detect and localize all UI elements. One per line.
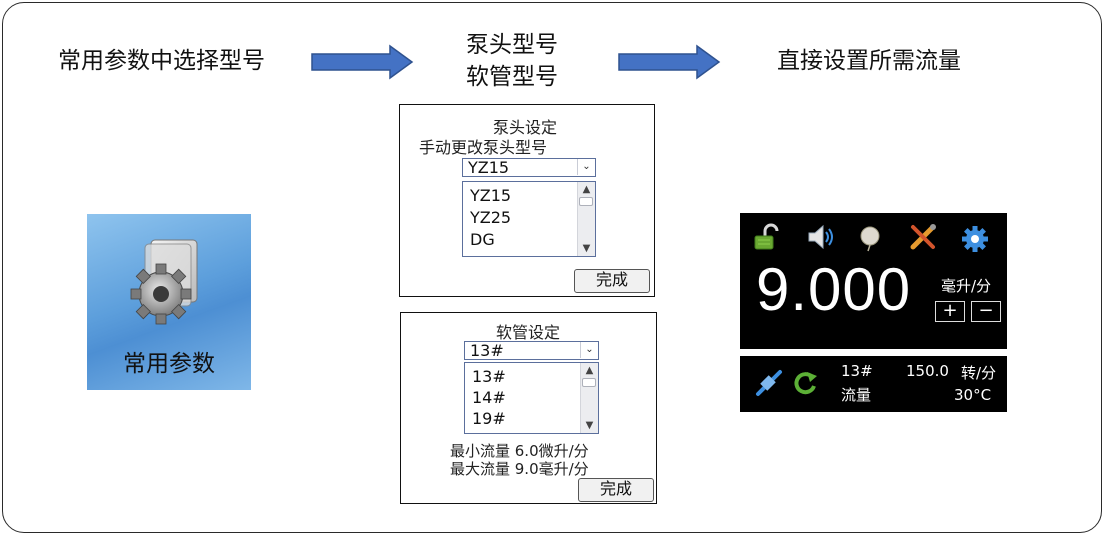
tube-list[interactable]: 13# 14# 19# ▲ ▼ — [464, 362, 599, 434]
pump-head-dialog: 泵头设定 手动更改泵头型号 YZ15 ⌄ YZ15 YZ25 DG ▲ ▼ 完成 — [399, 104, 655, 297]
list-scrollbar[interactable]: ▲ ▼ — [577, 182, 595, 256]
min-flow-text: 最小流量 6.0微升/分 — [450, 442, 589, 460]
chevron-down-icon[interactable]: ⌄ — [580, 342, 598, 358]
tube-select[interactable]: 13# ⌄ — [464, 341, 599, 360]
gear-icon[interactable] — [961, 225, 989, 253]
balloon-icon[interactable] — [857, 225, 883, 253]
temperature-value: 30°C — [954, 386, 992, 404]
pump-head-done-button[interactable]: 完成 — [574, 269, 650, 293]
flow-rate-unit: 毫升/分 — [941, 277, 992, 295]
tube-dialog-title: 软管设定 — [496, 323, 561, 342]
step2-title-line2: 软管型号 — [466, 64, 558, 90]
scroll-down-icon[interactable]: ▼ — [585, 420, 594, 431]
scroll-down-icon[interactable]: ▼ — [582, 243, 591, 254]
connect-icon[interactable] — [754, 368, 784, 398]
speed-value: 150.0 — [906, 362, 949, 380]
speed-unit: 转/分 — [961, 364, 997, 382]
flow-display-panel: 9.000 毫升/分 + − — [740, 213, 1007, 349]
speaker-icon[interactable] — [805, 223, 835, 251]
list-item[interactable]: 19# — [472, 409, 506, 428]
decrease-button[interactable]: − — [971, 301, 1001, 322]
settings-gear-icon — [130, 239, 198, 325]
tools-icon[interactable] — [908, 222, 938, 252]
flow-rate-value: 9.000 — [756, 256, 912, 323]
chevron-down-icon[interactable]: ⌄ — [577, 159, 595, 175]
increase-button[interactable]: + — [935, 301, 965, 322]
flow-arrow-1 — [311, 44, 414, 80]
max-flow-text: 最大流量 9.0毫升/分 — [450, 460, 589, 478]
list-scrollbar[interactable]: ▲ ▼ — [580, 363, 598, 433]
list-item[interactable]: 13# — [472, 367, 506, 386]
list-item[interactable]: 14# — [472, 388, 506, 407]
step2-title-line1: 泵头型号 — [466, 32, 558, 58]
tube-model-value: 13# — [841, 362, 873, 380]
list-item[interactable]: DG — [470, 230, 495, 249]
pump-head-selected-value: YZ15 — [468, 158, 510, 177]
tube-done-button[interactable]: 完成 — [578, 478, 654, 502]
list-item[interactable]: YZ15 — [470, 186, 512, 205]
mode-label: 流量 — [841, 386, 872, 404]
app-tile-label: 常用参数 — [123, 351, 215, 377]
status-panel: 13# 流量 150.0 转/分 30°C — [740, 356, 1007, 412]
scroll-thumb[interactable] — [582, 378, 596, 387]
scroll-thumb[interactable] — [579, 197, 593, 206]
pump-head-dialog-subtitle: 手动更改泵头型号 — [419, 138, 548, 157]
tube-dialog: 软管设定 13# ⌄ 13# 14# 19# ▲ ▼ 最小流量 6.0微升/分 … — [400, 312, 657, 504]
list-item[interactable]: YZ25 — [470, 208, 512, 227]
common-params-app-tile[interactable]: 常用参数 — [87, 214, 251, 390]
pump-head-list[interactable]: YZ15 YZ25 DG ▲ ▼ — [462, 181, 596, 257]
unlock-icon[interactable] — [753, 223, 783, 251]
scroll-up-icon[interactable]: ▲ — [582, 184, 591, 195]
rotate-icon[interactable] — [790, 368, 820, 398]
pump-head-dialog-title: 泵头设定 — [493, 118, 558, 137]
pump-head-select[interactable]: YZ15 ⌄ — [462, 158, 596, 177]
step3-title: 直接设置所需流量 — [777, 48, 961, 74]
scroll-up-icon[interactable]: ▲ — [585, 365, 594, 376]
step1-title: 常用参数中选择型号 — [58, 48, 265, 74]
tube-selected-value: 13# — [470, 341, 504, 360]
flow-arrow-2 — [618, 44, 721, 80]
